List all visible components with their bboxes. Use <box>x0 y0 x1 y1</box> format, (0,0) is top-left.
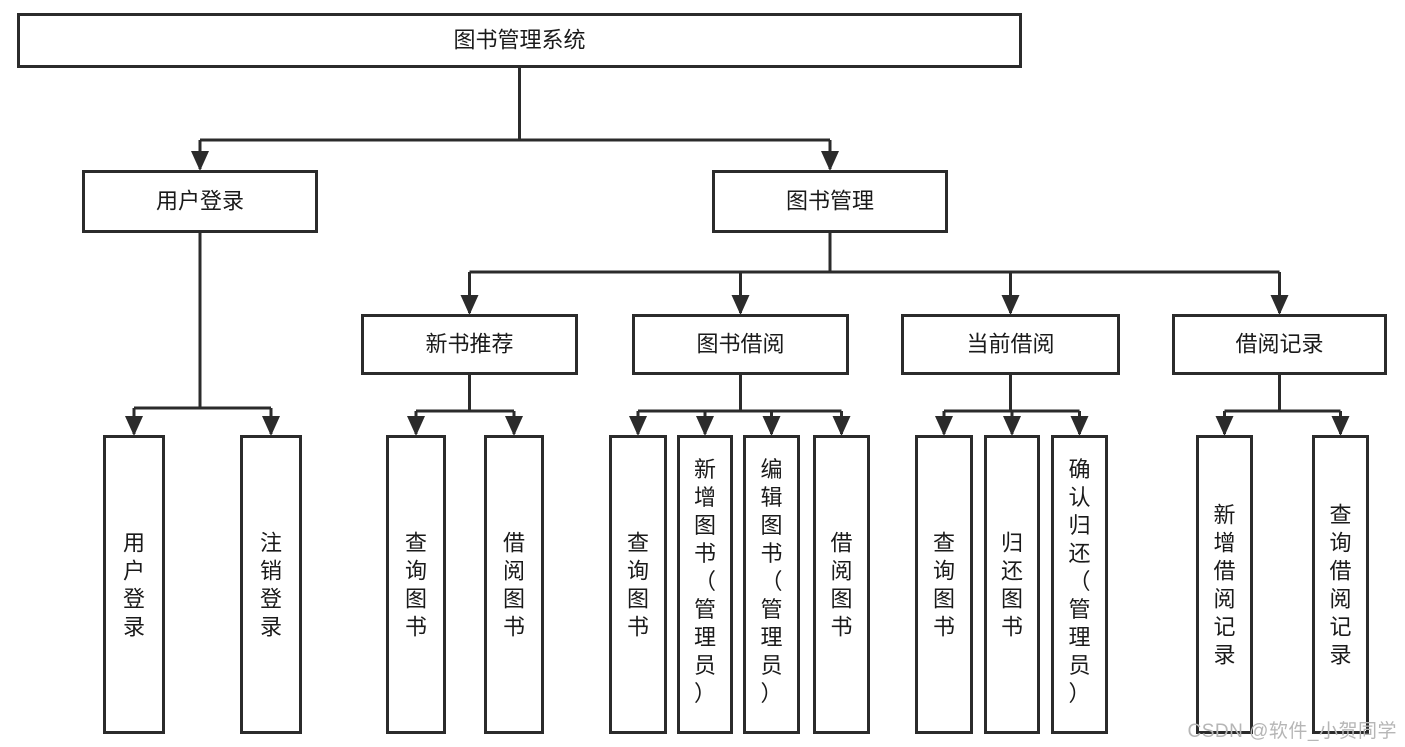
node-leaf-query-book-1[interactable]: 查询图书 <box>386 435 446 734</box>
arrow-head-icon <box>832 416 851 436</box>
node-leaf-borrow-book-2[interactable]: 借阅图书 <box>813 435 870 734</box>
node-leaf-add-record[interactable]: 新增借阅记录 <box>1196 435 1253 734</box>
node-box-leaf-confirm-return <box>1051 435 1108 734</box>
node-label-leaf-add-record: 新增借阅记录 <box>1213 502 1235 667</box>
node-label-leaf-add-book: 新增图书（管理员） <box>694 457 716 706</box>
arrow-head-icon <box>1001 295 1020 315</box>
node-box-book-borrow <box>632 314 849 375</box>
node-book-borrow[interactable]: 图书借阅 <box>632 314 849 375</box>
node-root[interactable]: 图书管理系统 <box>17 13 1022 68</box>
arrow-head-icon <box>821 151 839 171</box>
node-label-leaf-borrow-book-2: 借阅图书 <box>830 530 852 639</box>
arrow-head-icon <box>407 416 425 436</box>
node-label-leaf-confirm-return: 确认归还（管理员） <box>1068 457 1090 706</box>
node-book-manage[interactable]: 图书管理 <box>712 170 948 233</box>
node-label-new-book-rec: 新书推荐 <box>425 331 513 356</box>
node-box-leaf-add-record <box>1196 435 1253 734</box>
node-current-borrow[interactable]: 当前借阅 <box>901 314 1120 375</box>
node-label-leaf-query-book-3: 查询图书 <box>933 530 955 639</box>
node-label-book-borrow: 图书借阅 <box>696 331 784 356</box>
arrow-head-icon <box>629 416 647 436</box>
node-leaf-user-logout[interactable]: 注销登录 <box>240 435 302 734</box>
node-leaf-edit-book[interactable]: 编辑图书（管理员） <box>743 435 800 734</box>
node-box-leaf-borrow-book-1 <box>484 435 544 734</box>
arrow-head-icon <box>262 416 280 436</box>
node-new-book-rec[interactable]: 新书推荐 <box>361 314 578 375</box>
arrow-head-icon <box>1003 416 1021 436</box>
arrow-head-icon <box>696 416 714 436</box>
node-box-leaf-query-book-2 <box>609 435 667 734</box>
arrow-head-icon <box>1070 416 1089 436</box>
node-leaf-query-book-3[interactable]: 查询图书 <box>915 435 973 734</box>
node-label-leaf-query-record: 查询借阅记录 <box>1329 502 1351 667</box>
node-box-leaf-query-book-3 <box>915 435 973 734</box>
node-label-leaf-edit-book: 编辑图书（管理员） <box>760 457 782 706</box>
arrow-head-icon <box>731 295 750 315</box>
node-leaf-user-login[interactable]: 用户登录 <box>103 435 165 734</box>
node-leaf-add-book[interactable]: 新增图书（管理员） <box>677 435 733 734</box>
node-box-leaf-add-book <box>677 435 733 734</box>
node-leaf-query-record[interactable]: 查询借阅记录 <box>1312 435 1369 734</box>
node-box-leaf-user-login <box>103 435 165 734</box>
node-leaf-return-book[interactable]: 归还图书 <box>984 435 1040 734</box>
arrow-head-icon <box>762 416 781 436</box>
arrow-head-icon <box>935 416 953 436</box>
node-leaf-confirm-return[interactable]: 确认归还（管理员） <box>1051 435 1108 734</box>
node-label-leaf-query-book-2: 查询图书 <box>627 530 649 639</box>
arrow-head-icon <box>1331 416 1350 436</box>
node-label-user-login: 用户登录 <box>156 188 244 213</box>
arrow-head-icon <box>191 151 209 171</box>
node-box-leaf-borrow-book-2 <box>813 435 870 734</box>
node-label-leaf-borrow-book-1: 借阅图书 <box>503 530 525 639</box>
connector-layer <box>125 68 1350 436</box>
node-layer: 图书管理系统用户登录图书管理新书推荐图书借阅当前借阅借阅记录用户登录注销登录查询… <box>17 13 1387 734</box>
node-label-leaf-user-login: 用户登录 <box>123 530 145 639</box>
arrow-head-icon <box>125 416 143 436</box>
node-label-borrow-record: 借阅记录 <box>1235 331 1323 356</box>
node-box-book-manage <box>712 170 948 233</box>
node-box-leaf-query-record <box>1312 435 1369 734</box>
node-user-login[interactable]: 用户登录 <box>82 170 318 233</box>
node-label-current-borrow: 当前借阅 <box>966 331 1054 356</box>
node-box-borrow-record <box>1172 314 1387 375</box>
arrow-head-icon <box>1215 416 1234 436</box>
node-label-leaf-return-book: 归还图书 <box>1001 530 1023 639</box>
arrow-head-icon <box>460 295 479 315</box>
csdn-watermark: CSDN @软件_小贺同学 <box>1187 721 1397 742</box>
node-box-leaf-query-book-1 <box>386 435 446 734</box>
node-box-user-login <box>82 170 318 233</box>
node-box-leaf-edit-book <box>743 435 800 734</box>
arrow-head-icon <box>1270 295 1289 315</box>
node-box-root <box>17 13 1022 68</box>
node-box-current-borrow <box>901 314 1120 375</box>
arrow-head-icon <box>505 416 523 436</box>
node-label-leaf-user-logout: 注销登录 <box>260 530 282 639</box>
node-leaf-borrow-book-1[interactable]: 借阅图书 <box>484 435 544 734</box>
node-label-root: 图书管理系统 <box>453 27 585 52</box>
node-box-new-book-rec <box>361 314 578 375</box>
node-label-leaf-query-book-1: 查询图书 <box>405 530 427 639</box>
node-box-leaf-user-logout <box>240 435 302 734</box>
node-box-leaf-return-book <box>984 435 1040 734</box>
node-label-book-manage: 图书管理 <box>786 188 874 213</box>
node-leaf-query-book-2[interactable]: 查询图书 <box>609 435 667 734</box>
node-borrow-record[interactable]: 借阅记录 <box>1172 314 1387 375</box>
